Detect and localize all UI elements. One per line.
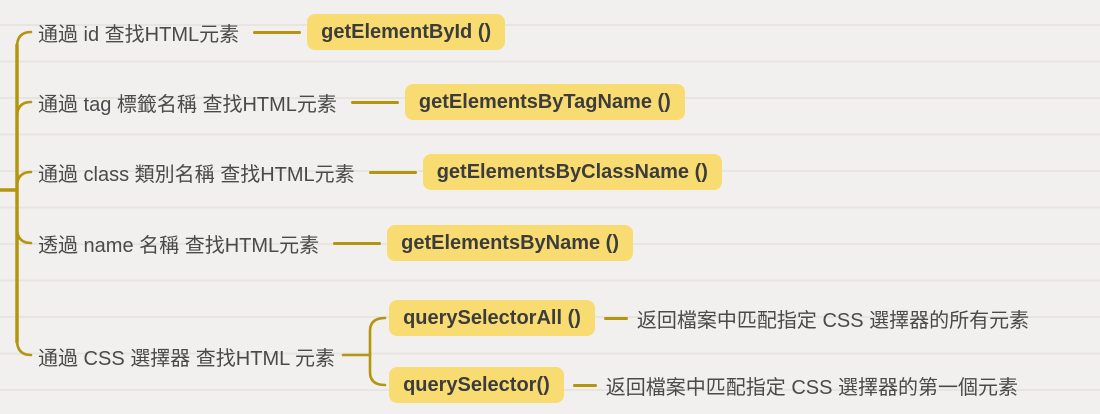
method-topic: getElementsByClassName () xyxy=(422,154,722,190)
fork-bracket-line xyxy=(368,316,387,387)
css-selector-subtopics: querySelectorAll () 返回檔案中匹配指定 CSS 選擇器的所有… xyxy=(389,300,1029,403)
topic-description-connector xyxy=(572,383,597,387)
branch-row-class: 通過 class 類別名稱 查找HTML元素 getElementsByClas… xyxy=(28,154,722,190)
branch-label: 通過 class 類別名稱 查找HTML元素 xyxy=(38,163,355,186)
branch-label: 通過 id 查找HTML元素 xyxy=(38,23,240,46)
branch-row-id: 通過 id 查找HTML元素 getElementById () xyxy=(28,14,506,50)
method-topic: querySelectorAll () xyxy=(389,300,595,336)
branch-row-tag: 通過 tag 標籤名稱 查找HTML元素 getElementsByTagNam… xyxy=(28,84,685,120)
fork-connector xyxy=(341,316,387,387)
subtopic-description: 返回檔案中匹配指定 CSS 選擇器的第一個元素 xyxy=(605,376,1019,399)
branch-label: 通過 CSS 選擇器 查找HTML 元素 xyxy=(38,347,336,370)
subtopic-description: 返回檔案中匹配指定 CSS 選擇器的所有元素 xyxy=(636,309,1030,332)
branch-row-css-selector: 通過 CSS 選擇器 查找HTML 元素 querySelectorAll ()… xyxy=(28,300,1029,403)
label-topic-connector xyxy=(350,100,399,104)
method-topic: querySelector() xyxy=(389,367,564,403)
label-topic-connector xyxy=(253,30,302,34)
label-topic-connector xyxy=(333,241,382,245)
topic-description-connector xyxy=(603,316,628,320)
subtopic-row-queryselector: querySelector() 返回檔案中匹配指定 CSS 選擇器的第一個元素 xyxy=(389,367,1029,403)
branch-label: 透過 name 名稱 查找HTML元素 xyxy=(38,234,320,257)
method-topic: getElementById () xyxy=(307,14,506,50)
method-topic: getElementsByName () xyxy=(387,225,633,261)
branch-label: 通過 tag 標籤名稱 查找HTML元素 xyxy=(38,93,337,116)
label-topic-connector xyxy=(368,170,417,174)
subtopic-row-queryselectorall: querySelectorAll () 返回檔案中匹配指定 CSS 選擇器的所有… xyxy=(389,300,1029,336)
method-topic: getElementsByTagName () xyxy=(404,84,685,120)
branch-row-name: 透過 name 名稱 查找HTML元素 getElementsByName () xyxy=(28,225,633,261)
